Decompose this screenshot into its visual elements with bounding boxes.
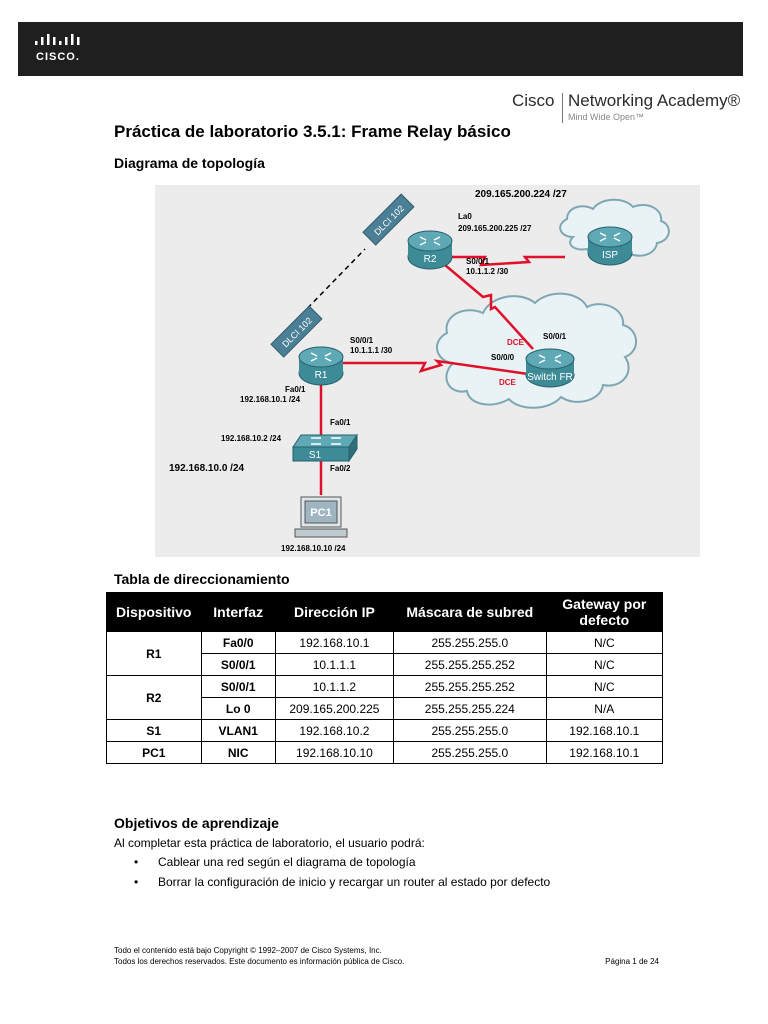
- cell-device: PC1: [106, 741, 202, 764]
- cell-interface: S0/0/1: [200, 675, 276, 698]
- brand-academy: Networking Academy®: [568, 91, 741, 110]
- s1-fa02-label: Fa0/2: [330, 464, 351, 473]
- top-network-label: 209.165.200.224 /27: [475, 189, 567, 200]
- r2-serial-label: S0/0/1: [466, 257, 490, 266]
- r1-serial-label: S0/0/1: [350, 336, 374, 345]
- table-row: R2 S0/0/1 10.1.1.2 255.255.255.252 N/C: [106, 675, 664, 720]
- cell-gateway: N/A: [545, 697, 664, 720]
- router-r2-icon: R2: [407, 230, 453, 270]
- table-row: PC1 NIC 192.168.10.10 255.255.255.0 192.…: [106, 741, 664, 764]
- list-item: Cablear una red según el diagrama de top…: [114, 852, 550, 872]
- s1-fa01-label: Fa0/1: [330, 418, 351, 427]
- cell-mask: 255.255.255.224: [393, 697, 547, 720]
- cell-mask: 255.255.255.252: [393, 653, 547, 676]
- objectives-heading: Objetivos de aprendizaje: [114, 815, 279, 831]
- addressing-table: Dispositivo Interfaz Dirección IP Máscar…: [106, 592, 664, 764]
- frame-relay-switch-icon: Switch FR: [525, 348, 575, 388]
- r1-frswitch-link: [340, 359, 536, 377]
- cell-ip: 192.168.10.10: [274, 741, 395, 764]
- r2-serial-ip: 10.1.1.2 /30: [466, 267, 509, 276]
- cell-gateway: 192.168.10.1: [545, 741, 664, 764]
- brand-divider: [562, 93, 563, 123]
- dce-bottom-label: DCE: [499, 378, 517, 387]
- cell-gateway: N/C: [545, 631, 664, 654]
- cell-interface: S0/0/1: [200, 653, 276, 676]
- cell-mask: 255.255.255.0: [393, 719, 547, 742]
- dce-top-label: DCE: [507, 338, 525, 347]
- table-row: S1 VLAN1 192.168.10.2 255.255.255.0 192.…: [106, 719, 664, 742]
- cisco-logo-icon: CISCO.: [32, 34, 92, 66]
- cisco-wordmark: CISCO.: [36, 51, 80, 63]
- cell-mask: 255.255.255.0: [393, 741, 547, 764]
- s1-ip-label: 192.168.10.2 /24: [221, 434, 282, 443]
- topology-diagram: DLCI 102 DLCI 102 R2 ISP R1 Sw: [155, 185, 700, 557]
- r2-lo-label: La0: [458, 212, 472, 221]
- r1-serial-ip: 10.1.1.1 /30: [350, 346, 393, 355]
- col-header-interface: Interfaz: [200, 592, 276, 632]
- cell-ip: 209.165.200.225: [274, 697, 395, 720]
- switch-fr-s001: S0/0/1: [543, 332, 567, 341]
- cell-mask: 255.255.255.252: [393, 675, 547, 698]
- col-header-device: Dispositivo: [106, 592, 202, 632]
- lan-network-label: 192.168.10.0 /24: [169, 463, 245, 474]
- router-r1-icon: R1: [298, 346, 344, 386]
- cell-gateway: N/C: [545, 675, 664, 698]
- cell-interface: VLAN1: [200, 719, 276, 742]
- cell-ip: 192.168.10.2: [274, 719, 395, 742]
- cell-interface: Lo 0: [200, 697, 276, 720]
- networking-academy-brand: Cisco Networking Academy® Mind Wide Open…: [512, 91, 742, 125]
- pc1-ip-label: 192.168.10.10 /24: [281, 544, 346, 553]
- cell-interface: Fa0/0: [200, 631, 276, 654]
- pc1-icon: PC1: [294, 496, 348, 538]
- cell-mask: 255.255.255.0: [393, 631, 547, 654]
- r2-isp-link: [445, 255, 565, 267]
- pc1-name: PC1: [310, 507, 331, 519]
- addressing-heading: Tabla de direccionamiento: [114, 571, 290, 587]
- s1-name: S1: [309, 450, 322, 461]
- topology-heading: Diagrama de topología: [114, 155, 265, 171]
- col-header-ip: Dirección IP: [274, 592, 395, 632]
- brand-cisco: Cisco: [512, 91, 555, 110]
- cell-gateway: N/C: [545, 653, 664, 676]
- cell-interface: NIC: [200, 741, 276, 764]
- footer-rights: Todos los derechos reservados. Este docu…: [114, 957, 405, 966]
- footer-copyright: Todo el contenido está bajo Copyright © …: [114, 946, 382, 955]
- r1-fa-ip: 192.168.10.1 /24: [240, 395, 301, 404]
- table-header-row: Dispositivo Interfaz Dirección IP Máscar…: [106, 592, 664, 632]
- cell-ip: 192.168.10.1: [274, 631, 395, 654]
- header-bar: CISCO.: [18, 22, 743, 76]
- cell-device: S1: [106, 719, 202, 742]
- objectives-intro: Al completar esta práctica de laboratori…: [114, 836, 425, 850]
- r1-name: R1: [315, 370, 328, 381]
- cisco-bars-icon: [35, 34, 80, 45]
- switch-fr-s000: S0/0/0: [491, 353, 515, 362]
- table-row: R1 Fa0/0 192.168.10.1 255.255.255.0 N/C: [106, 631, 664, 676]
- cell-ip: 10.1.1.2: [274, 675, 395, 698]
- brand-tagline: Mind Wide Open™: [568, 112, 645, 122]
- cell-device: R2: [106, 675, 202, 720]
- col-header-mask: Máscara de subred: [393, 592, 547, 632]
- col-header-gateway: Gateway por defecto: [545, 592, 664, 632]
- r2-name: R2: [424, 254, 437, 265]
- r2-lo-ip: 209.165.200.225 /27: [458, 224, 532, 233]
- table-row: S0/0/1 10.1.1.1 255.255.255.252 N/C: [107, 653, 664, 676]
- router-isp-icon: ISP: [587, 226, 633, 266]
- r2-frswitch-link: [444, 264, 534, 350]
- cell-ip: 10.1.1.1: [274, 653, 395, 676]
- r1-fa-label: Fa0/1: [285, 385, 306, 394]
- list-item: Borrar la configuración de inicio y reca…: [114, 872, 550, 892]
- switch-fr-name: Switch FR: [527, 372, 573, 383]
- page-number: Página 1 de 24: [605, 957, 659, 966]
- cell-gateway: 192.168.10.1: [545, 719, 664, 742]
- objectives-list: Cablear una red según el diagrama de top…: [114, 852, 550, 892]
- isp-name: ISP: [602, 250, 618, 261]
- cell-device: R1: [106, 631, 202, 676]
- document-title: Práctica de laboratorio 3.5.1: Frame Rel…: [114, 122, 511, 141]
- dlci-virtual-circuit: [294, 248, 366, 322]
- switch-s1-icon: S1: [292, 433, 358, 463]
